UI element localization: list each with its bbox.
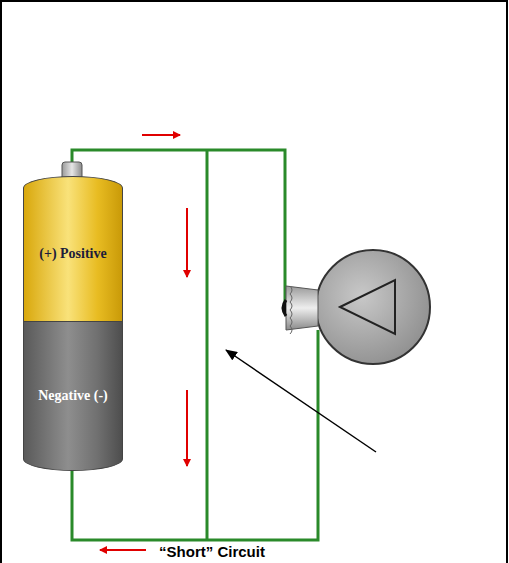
pointer-arrow xyxy=(226,350,376,452)
battery-label: (+) Positive xyxy=(38,245,108,263)
battery-negative-half: Negative (-) xyxy=(23,321,123,471)
light-bulb xyxy=(283,250,430,364)
battery-label: Negative (-) xyxy=(38,387,108,405)
battery-positive-half: (+) Positive xyxy=(23,176,123,322)
caption: “Short” Circuit xyxy=(156,543,268,560)
